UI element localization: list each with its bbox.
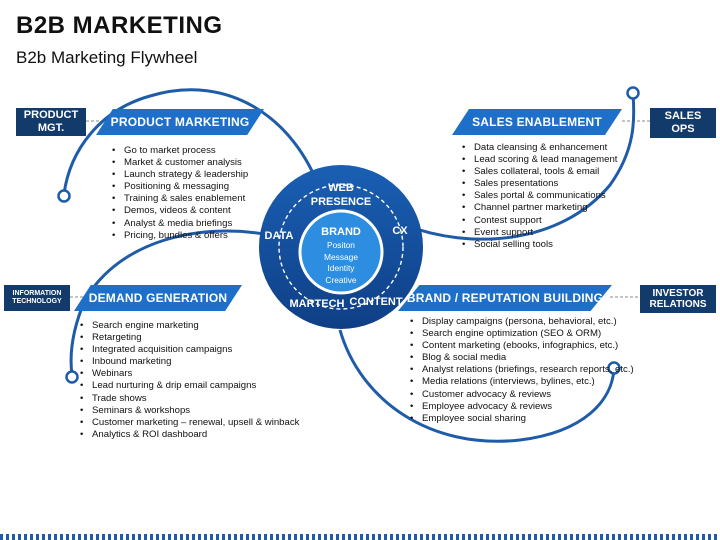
- list-item: Integrated acquisition campaigns: [78, 344, 299, 356]
- product-marketing-list: Go to market process Market & customer a…: [110, 145, 248, 242]
- list-item: Demos, videos & content: [110, 205, 248, 217]
- sales-enablement-list: Data cleansing & enhancement Lead scorin…: [460, 142, 617, 251]
- list-item: Channel partner marketing: [460, 202, 617, 214]
- brand-reputation-heading: BRAND / REPUTATION BUILDING: [406, 291, 604, 305]
- list-item: Sales portal & communications: [460, 190, 617, 202]
- brand-core-ring: [298, 209, 384, 295]
- list-item: Sales collateral, tools & email: [460, 166, 617, 178]
- swirl-end-dot-bottom-left: [65, 370, 79, 384]
- list-item: Data cleansing & enhancement: [460, 142, 617, 154]
- list-item: Training & sales enablement: [110, 193, 248, 205]
- information-technology-tag: INFORMATION TECHNOLOGY: [4, 285, 70, 311]
- page-subtitle: B2b Marketing Flywheel: [16, 48, 198, 67]
- swirl-end-dot-top-left: [57, 189, 71, 203]
- list-item: Analyst relations (briefings, research r…: [408, 364, 634, 376]
- list-item: Lead nurturing & drip email campaigns: [78, 380, 299, 392]
- list-item: Contest support: [460, 215, 617, 227]
- sales-ops-tag: SALES OPS: [650, 108, 716, 138]
- brand-reputation-banner: BRAND / REPUTATION BUILDING: [398, 285, 612, 311]
- list-item: Social selling tools: [460, 239, 617, 251]
- list-item: Customer advocacy & reviews: [408, 389, 634, 401]
- list-item: Lead scoring & lead management: [460, 154, 617, 166]
- content-label: CONTENT: [349, 296, 403, 308]
- list-item: Search engine marketing: [78, 320, 299, 332]
- demand-generation-list: Search engine marketing Retargeting Inte…: [78, 320, 299, 441]
- information-technology-tag-label: INFORMATION TECHNOLOGY: [12, 289, 62, 305]
- list-item: Webinars: [78, 368, 299, 380]
- sales-ops-tag-label: SALES OPS: [664, 110, 702, 135]
- sales-enablement-banner: SALES ENABLEMENT: [452, 109, 622, 135]
- list-item: Positioning & messaging: [110, 181, 248, 193]
- product-mgt-tag: PRODUCT MGT.: [16, 108, 86, 136]
- product-marketing-heading: PRODUCT MARKETING: [110, 115, 250, 129]
- list-item: Customer marketing – renewal, upsell & w…: [78, 417, 299, 429]
- list-item: Seminars & workshops: [78, 405, 299, 417]
- list-item: Sales presentations: [460, 178, 617, 190]
- product-marketing-banner: PRODUCT MARKETING: [96, 109, 264, 135]
- brand-item: Message: [324, 251, 358, 262]
- list-item: Blog & social media: [408, 352, 634, 364]
- list-item: Event support: [460, 227, 617, 239]
- list-item: Search engine optimization (SEO & ORM): [408, 328, 634, 340]
- page-title: B2B MARKETING: [16, 12, 223, 39]
- list-item: Content marketing (ebooks, infographics,…: [408, 340, 634, 352]
- demand-generation-heading: DEMAND GENERATION: [88, 291, 228, 305]
- list-item: Launch strategy & leadership: [110, 169, 248, 181]
- bottom-stripe: [0, 534, 720, 540]
- list-item: Employee advocacy & reviews: [408, 401, 634, 413]
- list-item: Media relations (interviews, bylines, et…: [408, 376, 634, 388]
- investor-relations-tag: INVESTOR RELATIONS: [640, 285, 716, 313]
- brand-reputation-list: Display campaigns (persona, behavioral, …: [408, 316, 634, 425]
- cx-label: CX: [392, 225, 408, 237]
- swirl-end-dot-top-right: [626, 86, 640, 100]
- data-label: DATA: [264, 230, 294, 242]
- brand-items: Positon Message Identity Creative: [311, 240, 371, 286]
- list-item: Analyst & media briefings: [110, 218, 248, 230]
- list-item: Analytics & ROI dashboard: [78, 429, 299, 441]
- swirl-arm-top-left: [62, 88, 322, 195]
- brand-label: BRAND: [321, 226, 361, 238]
- brand-item: Creative: [325, 274, 357, 285]
- list-item: Trade shows: [78, 393, 299, 405]
- list-item: Market & customer analysis: [110, 157, 248, 169]
- demand-generation-banner: DEMAND GENERATION: [74, 285, 242, 311]
- sales-enablement-heading: SALES ENABLEMENT: [472, 115, 602, 129]
- flywheel-dashed-ring: [278, 184, 404, 310]
- list-item: Display campaigns (persona, behavioral, …: [408, 316, 634, 328]
- martech-label: MARTECH: [289, 298, 345, 310]
- brand-item: Positon: [327, 240, 355, 250]
- investor-relations-tag-label: INVESTOR RELATIONS: [649, 287, 707, 311]
- list-item: Employee social sharing: [408, 413, 634, 425]
- web-presence-label: WEB PRESENCE: [310, 182, 372, 208]
- list-item: Go to market process: [110, 145, 248, 157]
- list-item: Inbound marketing: [78, 356, 299, 368]
- brand-item: Identity: [327, 263, 355, 273]
- list-item: Pricing, bundles & offers: [110, 230, 248, 242]
- list-item: Retargeting: [78, 332, 299, 344]
- product-mgt-tag-label: PRODUCT MGT.: [23, 109, 79, 134]
